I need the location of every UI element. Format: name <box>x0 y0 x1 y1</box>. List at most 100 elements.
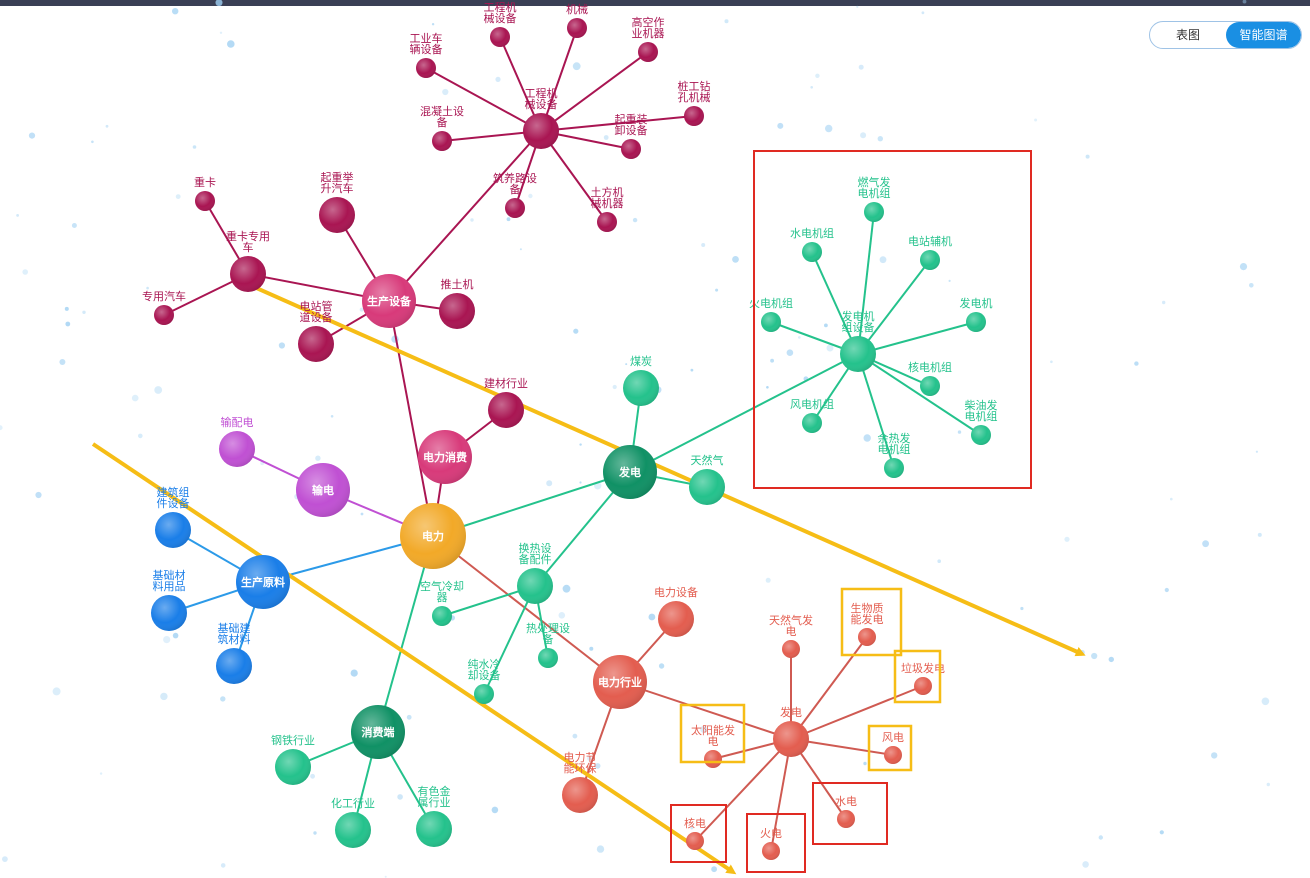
node-zhuanyong-qiche[interactable]: 专用汽车 <box>142 289 186 325</box>
node-youse-jinshu[interactable]: 有色金属行业 <box>416 784 452 847</box>
node-shuidian-jizu[interactable]: 水电机组 <box>790 226 834 262</box>
node-hedian[interactable]: 核电 <box>684 816 706 850</box>
node-shine <box>538 648 558 668</box>
node-huodian-jizu[interactable]: 火电机组 <box>749 296 793 332</box>
node-gongye-jixie[interactable]: 工程机械设备 <box>484 0 517 47</box>
snow-dot <box>572 62 581 71</box>
snow-dot <box>64 306 69 311</box>
node-huodian[interactable]: 火电 <box>760 827 782 860</box>
snow-dot <box>798 336 801 339</box>
node-tianranqi[interactable]: 天然气 <box>689 453 725 505</box>
node-gongye-cheliang[interactable]: 工业车辆设备 <box>410 31 443 78</box>
snow-dot <box>1164 587 1169 593</box>
node-dianli[interactable]: 电力 <box>400 503 466 569</box>
node-hunningtu[interactable]: 混凝土设备 <box>420 104 464 151</box>
node-dianli-hangye[interactable]: 电力行业 <box>593 655 647 709</box>
node-kongqi-lengque[interactable]: 空气冷却器 <box>420 579 464 626</box>
node-fadian-jizu[interactable]: 发电机组设备 <box>840 309 876 372</box>
node-shengchan-yuanliao[interactable]: 生产原料 <box>236 555 290 609</box>
node-dianzhan-fuji[interactable]: 电站辅机 <box>908 234 952 270</box>
node-zhuyang-lu[interactable]: 筑养路设备 <box>493 171 537 218</box>
node-tuituji[interactable]: 推土机 <box>439 277 475 329</box>
node-label: 筑养路设备 <box>493 171 537 196</box>
table-view-button[interactable]: 表图 <box>1175 28 1200 42</box>
view-toggle[interactable]: 表图 智能图谱 <box>1149 21 1302 49</box>
node-dianzhan-guandao[interactable]: 电站管道设备 <box>298 299 334 362</box>
snow-dot <box>160 692 168 701</box>
snow-dot <box>528 193 533 199</box>
snow-dot <box>506 217 511 222</box>
graph-link <box>540 130 608 223</box>
node-shengchan-shebei[interactable]: 生产设备 <box>362 274 416 328</box>
node-gaokong[interactable]: 高空作业机器 <box>632 15 665 62</box>
node-label: 太阳能发电 <box>691 723 735 748</box>
node-zhongka[interactable]: 重卡 <box>194 175 216 211</box>
snow-dot <box>470 218 474 222</box>
highlight-box-generator-set <box>753 150 1032 489</box>
snow-dot <box>546 480 553 487</box>
node-jichu-jianzhu[interactable]: 基础建筑材料 <box>216 621 252 684</box>
node-zhongka-zhuanyong[interactable]: 重卡专用车 <box>226 229 270 292</box>
node-label: 有色金属行业 <box>418 784 451 809</box>
node-label: 重卡专用车 <box>226 229 270 254</box>
node-jichu-cailiao[interactable]: 基础材料用品 <box>151 568 187 631</box>
node-jiancai[interactable]: 建材行业 <box>484 376 528 428</box>
node-qizhong-zhuangxie[interactable]: 起重装卸设备 <box>615 112 648 159</box>
node-fadian2[interactable]: 发电 <box>773 705 809 757</box>
node-huagong[interactable]: 化工行业 <box>331 796 375 848</box>
node-gongcheng-jixie[interactable]: 工程机械设备 <box>523 86 559 149</box>
snow-dot <box>948 279 951 282</box>
node-yure-fadian[interactable]: 余热发电机组 <box>878 431 911 478</box>
node-label: 天然气 <box>691 453 724 467</box>
node-huanre-shebei[interactable]: 换热设备配件 <box>517 541 553 604</box>
node-shine <box>562 777 598 813</box>
node-qizhong-jusheng[interactable]: 起重举升汽车 <box>319 170 355 233</box>
node-shudian[interactable]: 输电 <box>296 463 350 517</box>
node-label: 混凝土设备 <box>420 104 464 129</box>
graph-link <box>432 535 621 683</box>
node-dianli-xiaofei[interactable]: 电力消费 <box>418 430 472 484</box>
node-chaiyou-fadian[interactable]: 柴油发电机组 <box>965 398 998 445</box>
node-ranqi-fadian[interactable]: 燃气发电机组 <box>858 175 891 222</box>
node-shine <box>593 655 647 709</box>
node-tufang[interactable]: 土方机械机器 <box>591 185 624 232</box>
node-jianzhu-zujian[interactable]: 建筑组件设备 <box>155 485 191 548</box>
node-hedian-jizu[interactable]: 核电机组 <box>908 360 952 396</box>
node-tianranqi-fadian[interactable]: 天然气发电 <box>769 613 813 658</box>
node-jixie[interactable]: 机械 <box>566 2 588 38</box>
node-chunshui-lengque[interactable]: 纯水冷却设备 <box>468 658 501 704</box>
node-label: 发电机组设备 <box>842 309 875 334</box>
node-shine <box>884 458 904 478</box>
node-taiyangneng[interactable]: 太阳能发电 <box>691 723 735 768</box>
graph-view-button[interactable]: 智能图谱 <box>1226 22 1301 48</box>
node-shupeidian[interactable]: 输配电 <box>219 415 255 467</box>
node-fadianji[interactable]: 发电机 <box>960 296 993 332</box>
node-meitan[interactable]: 煤炭 <box>623 355 659 406</box>
node-fadian[interactable]: 发电 <box>603 445 657 499</box>
snow-dot <box>1159 830 1164 835</box>
node-gangtie[interactable]: 钢铁行业 <box>271 734 315 785</box>
snow-dot <box>594 763 601 769</box>
snow-dot <box>863 434 871 442</box>
snow-dot <box>71 223 77 228</box>
node-laji-fadian[interactable]: 垃圾发电 <box>901 661 945 695</box>
graph-nodes[interactable]: 电力生产设备电力消费输电输配电生产原料建筑组件设备基础材料用品基础建筑材料发电煤… <box>142 0 998 860</box>
node-shine <box>488 392 524 428</box>
snow-dot <box>824 323 828 328</box>
snow-dot <box>1108 656 1115 663</box>
node-shine <box>567 18 587 38</box>
node-re-chuli[interactable]: 热处理设备 <box>526 622 570 668</box>
node-fengdian[interactable]: 风电 <box>882 731 904 764</box>
node-zhuanggong[interactable]: 桩工钻孔机械 <box>678 79 711 126</box>
node-dianli-jieneng[interactable]: 电力节能环保 <box>562 751 598 813</box>
graph-link <box>377 535 434 733</box>
node-xiaofeiduan[interactable]: 消费端 <box>351 705 405 759</box>
node-shuidian[interactable]: 水电 <box>835 795 857 828</box>
snow-dot <box>227 40 235 48</box>
node-dianli-shebei[interactable]: 电力设备 <box>654 585 698 637</box>
snow-dot <box>330 415 334 418</box>
node-fengdian-jizu[interactable]: 风电机组 <box>790 397 834 433</box>
graph-link <box>857 353 895 469</box>
node-shengwuzhi[interactable]: 生物质能发电 <box>851 601 884 646</box>
